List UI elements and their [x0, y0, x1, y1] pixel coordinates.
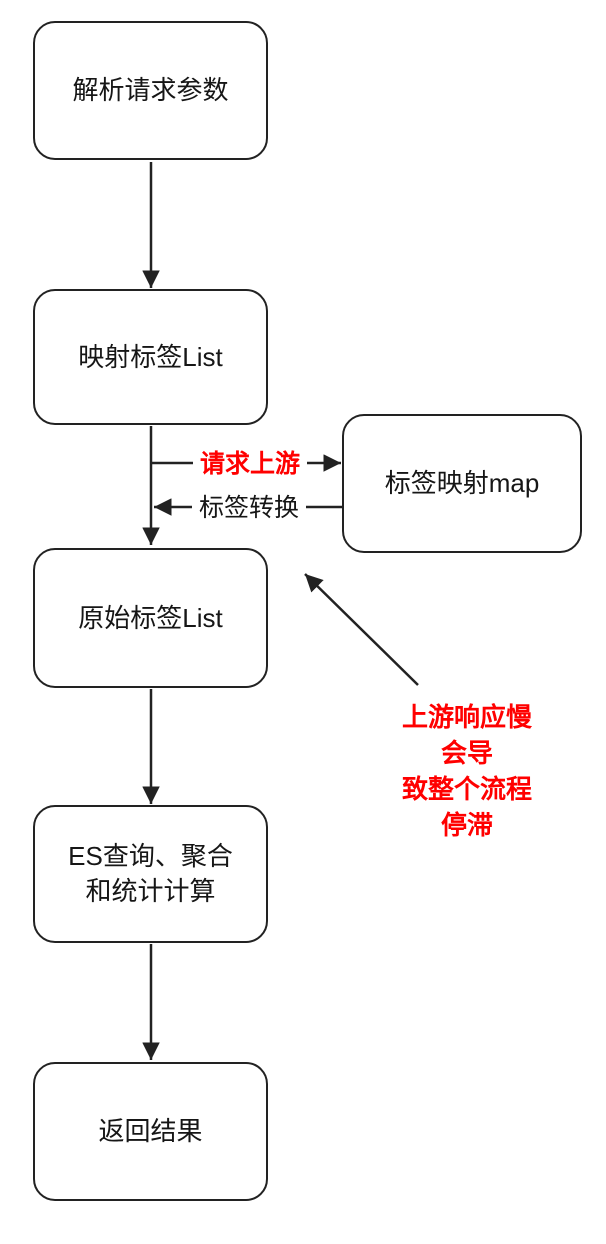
- node-es-query-aggregation: ES查询、聚合 和统计计算: [33, 805, 268, 943]
- node-raw-label-list-label: 原始标签List: [78, 602, 223, 633]
- node-raw-label-list: 原始标签List: [33, 548, 268, 688]
- node-parse-request-params-label: 解析请求参数: [72, 75, 229, 105]
- node-label-mapping-map: 标签映射map: [342, 414, 582, 553]
- annotation-upstream-slow: 上游响应慢会导 致整个流程停滞: [401, 702, 532, 840]
- node-es-query-aggregation-label: ES查询、聚合 和统计计算: [68, 841, 233, 906]
- node-label-mapping-map-label: 标签映射map: [384, 468, 540, 498]
- node-return-result-label: 返回结果: [98, 1116, 203, 1146]
- node-mapped-label-list-label: 映射标签List: [78, 341, 223, 372]
- node-parse-request-params: 解析请求参数: [33, 21, 268, 160]
- node-return-result: 返回结果: [33, 1062, 268, 1201]
- edge-label-convert: 标签转换: [191, 488, 307, 524]
- edge-label-request-upstream: 请求上游: [192, 444, 308, 480]
- node-mapped-label-list: 映射标签List: [33, 289, 268, 425]
- connector-annotation-arrow: [304, 573, 419, 686]
